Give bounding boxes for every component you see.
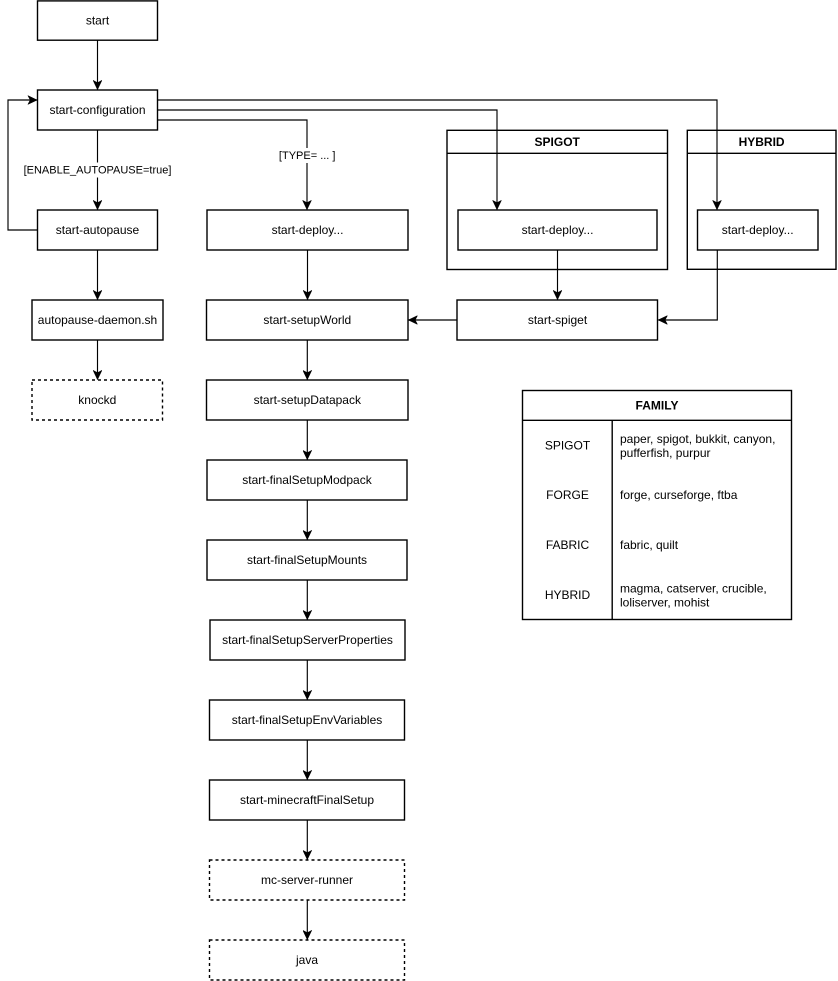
svg-text:loliserver, mohist: loliserver, mohist [620,596,710,610]
svg-text:SPIGOT: SPIGOT [545,438,591,452]
svg-text:magma, catserver, crucible,: magma, catserver, crucible, [620,582,767,596]
svg-text:[TYPE= ... ]: [TYPE= ... ] [279,150,336,162]
svg-text:start-configuration: start-configuration [49,103,145,117]
svg-text:fabric, quilt: fabric, quilt [620,538,679,552]
svg-text:mc-server-runner: mc-server-runner [261,873,353,887]
svg-text:[ENABLE_AUTOPAUSE=true]: [ENABLE_AUTOPAUSE=true] [24,165,172,177]
svg-text:FABRIC: FABRIC [546,538,590,552]
svg-text:start: start [86,14,110,28]
svg-text:start-deploy...: start-deploy... [722,223,794,237]
svg-text:autopause-daemon.sh: autopause-daemon.sh [38,313,157,327]
svg-text:HYBRID: HYBRID [545,588,591,602]
svg-text:java: java [295,953,318,967]
svg-text:FAMILY: FAMILY [636,399,679,413]
svg-text:start-deploy...: start-deploy... [522,223,594,237]
svg-text:start-autopause: start-autopause [56,223,140,237]
svg-text:paper, spigot, bukkit, canyon,: paper, spigot, bukkit, canyon, [620,432,775,446]
svg-text:start-spiget: start-spiget [528,313,588,327]
svg-text:pufferfish, purpur: pufferfish, purpur [620,446,711,460]
svg-text:knockd: knockd [78,393,116,407]
svg-text:forge, curseforge, ftba: forge, curseforge, ftba [620,488,738,502]
svg-text:start-minecraftFinalSetup: start-minecraftFinalSetup [240,793,374,807]
svg-text:start-finalSetupMounts: start-finalSetupMounts [247,553,367,567]
svg-text:SPIGOT: SPIGOT [535,135,581,149]
svg-text:start-finalSetupEnvVariables: start-finalSetupEnvVariables [232,713,383,727]
svg-text:start-setupDatapack: start-setupDatapack [254,393,362,407]
svg-text:start-setupWorld: start-setupWorld [263,313,351,327]
svg-text:start-deploy...: start-deploy... [272,223,344,237]
svg-text:HYBRID: HYBRID [739,135,785,149]
svg-text:FORGE: FORGE [546,488,589,502]
svg-text:start-finalSetupServerProperti: start-finalSetupServerProperties [222,633,393,647]
svg-text:start-finalSetupModpack: start-finalSetupModpack [242,473,372,487]
